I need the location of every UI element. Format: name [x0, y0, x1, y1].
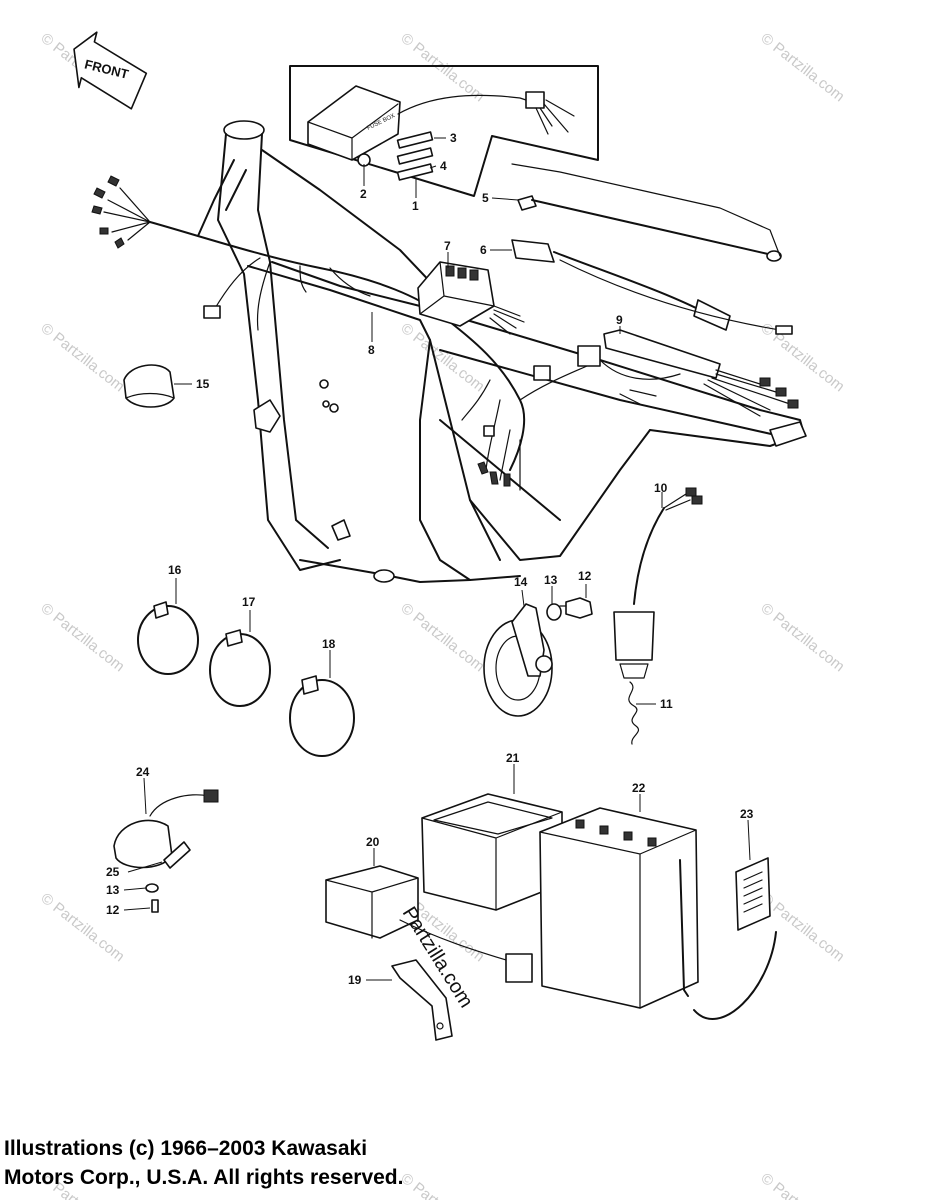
watermark-text: © Partzilla.com: [758, 1170, 848, 1200]
leader-lines: [123, 137, 751, 981]
callout-21: 21: [506, 751, 520, 765]
watermark-text: © Partzilla.com: [38, 600, 128, 676]
callout-16: 16: [168, 563, 182, 577]
callout-24: 24: [136, 765, 150, 779]
watermark-text: © Partzilla.com: [398, 600, 488, 676]
battery-cover: [325, 865, 533, 983]
callout-numbers: 1 2 3 4 5 6 7 8 9 10 11 12 13 14 15 16 1…: [106, 131, 754, 987]
callout-22: 22: [632, 781, 646, 795]
watermark-text: © Partzilla.com: [758, 600, 848, 676]
front-arrow-icon: FRONT: [73, 31, 148, 110]
callout-12: 12: [578, 569, 592, 583]
horn-fasteners: [546, 597, 593, 621]
callout-3: 3: [450, 131, 457, 145]
callout-10: 10: [654, 481, 668, 495]
callout-11: 11: [660, 697, 673, 711]
horn-2: [113, 789, 219, 913]
watermark-text: © Partzilla.com: [38, 890, 128, 966]
callout-13-b: 13: [106, 883, 120, 897]
callout-7: 7: [444, 239, 451, 253]
callout-1: 1: [412, 199, 419, 213]
battery: [539, 807, 777, 1020]
callout-15: 15: [196, 377, 210, 391]
callout-4: 4: [440, 159, 447, 173]
battery-label: [735, 857, 771, 931]
callout-19: 19: [348, 973, 362, 987]
callout-5: 5: [482, 191, 489, 205]
copyright-notice: Illustrations (c) 1966–2003 Kawasaki Mot…: [4, 1134, 564, 1192]
callout-9: 9: [616, 313, 623, 327]
callout-6: 6: [480, 243, 487, 257]
horn: [483, 603, 553, 717]
callout-8: 8: [368, 343, 375, 357]
brake-switch: [613, 487, 703, 745]
watermark-text: © Partzilla.com: [38, 320, 128, 396]
ground-cable: [511, 163, 782, 262]
wiring-lead: [603, 329, 799, 417]
copyright-line-1: Illustrations (c) 1966–2003 Kawasaki: [4, 1137, 368, 1160]
battery-cable: [511, 239, 793, 335]
watermark-text: © Partzilla.com: [758, 30, 848, 106]
callout-23: 23: [740, 807, 754, 821]
watermark-text: © Partzilla.com: [398, 30, 488, 106]
callout-12-b: 12: [106, 903, 120, 917]
junction-box: [417, 261, 525, 335]
callout-2: 2: [360, 187, 367, 201]
wire-harness: [91, 175, 681, 491]
motorcycle-frame: [197, 120, 807, 583]
turn-signal-relay: [123, 364, 175, 408]
mounting-bands: [137, 601, 355, 757]
copyright-line-2: Motors Corp., U.S.A. All rights reserved…: [4, 1166, 404, 1189]
callout-18: 18: [322, 637, 336, 651]
callout-13: 13: [544, 573, 558, 587]
callout-20: 20: [366, 835, 380, 849]
callout-25: 25: [106, 865, 120, 879]
bracket: [391, 959, 453, 1041]
callout-14: 14: [514, 575, 528, 589]
watermark-text: © Partzilla.com: [758, 320, 848, 396]
watermark-text: © Partzilla.com: [398, 320, 488, 396]
callout-17: 17: [242, 595, 256, 609]
fuse-box-assembly: FUSE BOX: [289, 65, 599, 197]
